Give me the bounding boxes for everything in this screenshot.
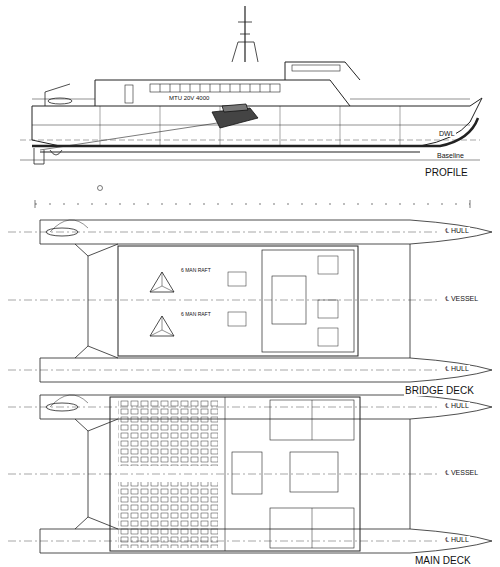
engine-symbol	[212, 104, 258, 128]
drawing-label: BRIDGE DECK	[404, 386, 475, 396]
main-deck-plan	[8, 395, 492, 553]
drawing-label: PROFILE	[424, 168, 469, 178]
frame-scale	[35, 186, 470, 209]
drawing-label: ℄ VESSEL	[444, 469, 479, 476]
drawing-label: 6 MAN RAFT	[180, 268, 212, 273]
bridge-deck-plan	[8, 220, 492, 382]
drawing-label: 6 MAN RAFT	[180, 312, 212, 317]
drawing-label: MAIN DECK	[414, 556, 472, 566]
drawing-label: MTU 20V 4000	[168, 95, 210, 101]
drawing-label: ℄ HULL	[444, 402, 470, 409]
drawing-label: Baseline	[436, 152, 465, 159]
drawing-label: DWL	[438, 130, 456, 137]
profile-view	[20, 6, 482, 164]
drawing-label: ℄ HULL	[444, 365, 470, 372]
drawing-label: ℄ HULL	[444, 536, 470, 543]
drawing-label: ℄ VESSEL	[444, 295, 479, 302]
drawing-label: ℄ HULL	[444, 227, 470, 234]
